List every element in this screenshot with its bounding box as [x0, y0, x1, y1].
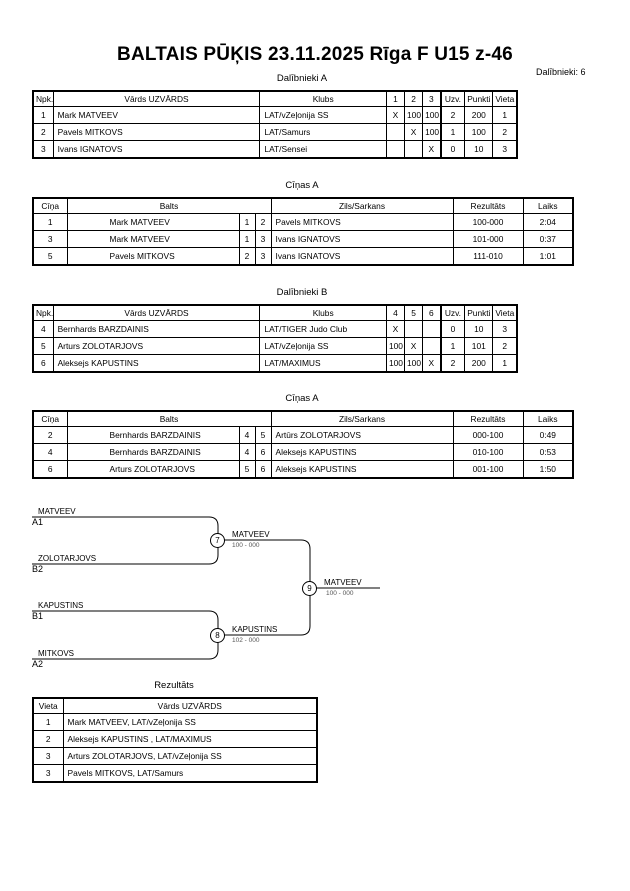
bracket-semi2-winner: KAPUSTINS	[232, 625, 278, 634]
table-row: 3 Arturs ZOLOTARJOVS, LAT/vZeļonija SS	[32, 747, 318, 765]
cell-name: Pavels MITKOVS	[52, 123, 261, 141]
cell-npk: 6	[32, 354, 54, 373]
table-row: 5 Pavels MITKOVS 2 3 Ivans IGNATOVS 111-…	[32, 247, 574, 266]
cell-name: Ivans IGNATOVS	[52, 140, 261, 159]
table-row: 2 Pavels MITKOVS LAT/Samurs X 100 1 100 …	[32, 123, 518, 141]
bracket-semi1-score: 100 - 000	[232, 542, 260, 549]
fights-a-table: Cīņa Balts Zils/Sarkans Rezultāts Laiks …	[32, 197, 574, 266]
results-table: Vieta Vārds UZVĀRDS 1 Mark MATVEEV, LAT/…	[32, 697, 318, 783]
table-row: 2 Bernhards BARZDAINIS 4 5 Artūrs ZOLOTA…	[32, 426, 574, 444]
cell-time: 1:50	[522, 460, 574, 479]
bracket-final-number: 9	[302, 581, 317, 596]
table-row: 6 Aleksejs KAPUSTINS LAT/MAXIMUS 100 100…	[32, 354, 518, 373]
bracket-entry-3-pos: B1	[32, 611, 44, 621]
cell-blue: Aleksejs KAPUSTINS	[270, 443, 454, 461]
bracket-entry-4-pos: A2	[32, 659, 44, 669]
results-header-place: Vieta	[32, 697, 64, 714]
table-row: 1 Mark MATVEEV, LAT/vZeļonija SS	[32, 713, 318, 731]
bracket-semi1-number: 7	[210, 533, 225, 548]
cell-score: X	[422, 140, 442, 159]
cell-name: Arturs ZOLOTARJOVS	[52, 337, 261, 355]
fights-b-table: Cīņa Balts Zils/Sarkans Rezultāts Laiks …	[32, 410, 574, 479]
cell-fight: 6	[32, 460, 68, 479]
cell-npk: 3	[32, 140, 54, 159]
cell-npk: 2	[32, 123, 54, 141]
table-row: 3 Pavels MITKOVS, LAT/Samurs	[32, 764, 318, 783]
cell-club: LAT/Samurs	[259, 123, 387, 141]
bracket-entry-2-pos: B2	[32, 564, 44, 574]
cell-club: LAT/vZeļonija SS	[259, 337, 387, 355]
cell-white: Bernhards BARZDAINIS	[66, 443, 240, 461]
table-row: 2 Aleksejs KAPUSTINS , LAT/MAXIMUS	[32, 730, 318, 748]
bracket-semi2-number: 8	[210, 628, 225, 643]
pool-b-title: Dalībnieki B	[276, 287, 328, 298]
cell-place: 2	[492, 123, 518, 141]
table-row: 3 Mark MATVEEV 1 3 Ivans IGNATOVS 101-00…	[32, 230, 574, 248]
cell-time: 1:01	[522, 247, 574, 266]
bracket-semi1-winner: MATVEEV	[232, 530, 270, 539]
page-title: BALTAIS PŪĶIS 23.11.2025 Rīga F U15 z-46	[117, 44, 513, 65]
cell-place: 3	[492, 140, 518, 159]
participants-count: Dalībnieki: 6	[536, 67, 586, 77]
results-title: Rezultāts	[154, 680, 194, 691]
cell-fight: 3	[32, 230, 68, 248]
bracket-final-winner: MATVEEV	[324, 578, 362, 587]
cell-blue-num: 3	[254, 230, 272, 248]
cell-place: 3	[32, 747, 64, 765]
cell-score: X	[403, 337, 424, 355]
cell-name: Aleksejs KAPUSTINS , LAT/MAXIMUS	[62, 730, 318, 748]
bracket-entry-1-name: MATVEEV	[38, 507, 76, 516]
cell-fight: 4	[32, 443, 68, 461]
cell-wins: 0	[439, 140, 466, 159]
fights-b-title: Cīņas A	[285, 393, 319, 404]
cell-name: Mark MATVEEV, LAT/vZeļonija SS	[62, 713, 318, 731]
pool-a-table: Npk. Vārds UZVĀRDS Klubs 1 2 3 Uzv. Punk…	[32, 90, 518, 159]
cell-blue: Aleksejs KAPUSTINS	[270, 460, 454, 479]
cell-place: 1	[32, 713, 64, 731]
cell-time: 0:53	[522, 443, 574, 461]
cell-name: Aleksejs KAPUSTINS	[52, 354, 261, 373]
pool-a-title: Dalībnieki A	[276, 73, 328, 84]
table-row: 5 Arturs ZOLOTARJOVS LAT/vZeļonija SS 10…	[32, 337, 518, 355]
cell-npk: 5	[32, 337, 54, 355]
cell-place: 3	[32, 764, 64, 783]
bracket-entry-3-name: KAPUSTINS	[38, 601, 84, 610]
table-row: 4 Bernhards BARZDAINIS 4 6 Aleksejs KAPU…	[32, 443, 574, 461]
fights-a-title: Cīņas A	[285, 180, 319, 191]
cell-result: 101-000	[452, 230, 524, 248]
cell-blue: Ivans IGNATOVS	[270, 247, 454, 266]
cell-white: Arturs ZOLOTARJOVS	[66, 460, 240, 479]
results-header-row: Vieta Vārds UZVĀRDS	[32, 697, 318, 714]
cell-club: LAT/MAXIMUS	[259, 354, 387, 373]
cell-place: 2	[32, 730, 64, 748]
results-header-name: Vārds UZVĀRDS	[62, 697, 318, 714]
bracket-semi2-score: 102 - 000	[232, 637, 260, 644]
cell-name: Arturs ZOLOTARJOVS, LAT/vZeļonija SS	[62, 747, 318, 765]
bracket-entry-4-name: MITKOVS	[38, 649, 75, 658]
cell-points: 10	[464, 140, 494, 159]
cell-place: 2	[492, 337, 518, 355]
bracket-final-score: 100 - 000	[326, 590, 354, 597]
cell-place: 1	[492, 354, 518, 373]
table-row: 3 Ivans IGNATOVS LAT/Sensei X 0 10 3	[32, 140, 518, 159]
bracket-entry-2-name: ZOLOTARJOVS	[38, 554, 97, 563]
cell-time: 0:37	[522, 230, 574, 248]
cell-name: Pavels MITKOVS, LAT/Samurs	[62, 764, 318, 783]
pool-b-table: Npk. Vārds UZVĀRDS Klubs 4 5 6 Uzv. Punk…	[32, 304, 518, 373]
bracket-entry-1-pos: A1	[32, 517, 44, 527]
table-row: 6 Arturs ZOLOTARJOVS 5 6 Aleksejs KAPUST…	[32, 460, 574, 479]
